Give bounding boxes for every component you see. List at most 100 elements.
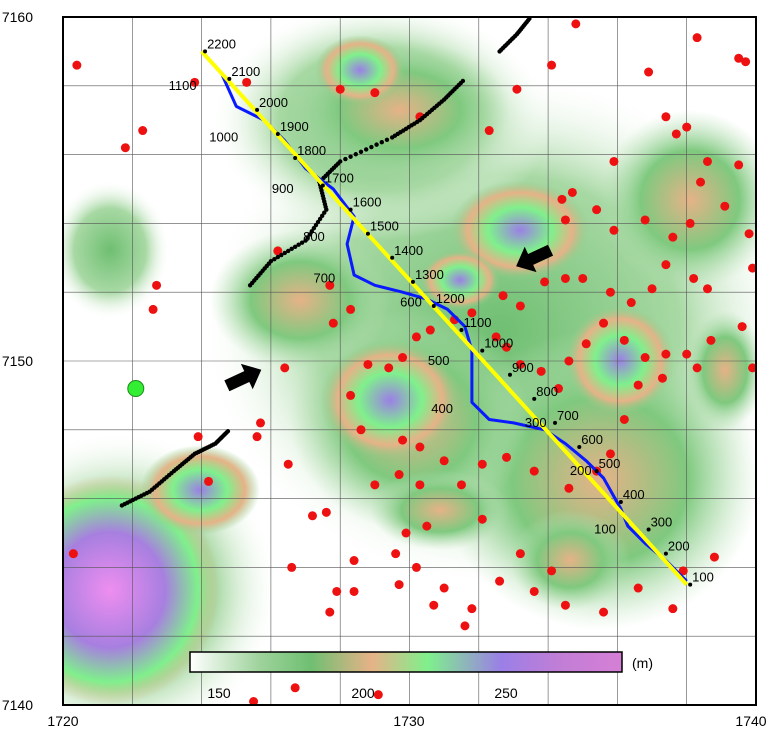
blue-track-label: 200 — [570, 463, 592, 478]
red-point — [737, 322, 747, 332]
black-line-dot — [307, 232, 312, 237]
blue-track-label: 700 — [313, 270, 335, 285]
red-point — [581, 339, 591, 349]
colorbar-tick-250: 250 — [494, 685, 518, 701]
red-point — [120, 143, 130, 153]
map-frame — [62, 16, 757, 706]
red-point — [249, 697, 259, 705]
red-point — [540, 277, 550, 287]
yellow-label-dot — [227, 76, 232, 81]
red-point — [467, 604, 477, 614]
red-point — [370, 88, 380, 98]
yellow-label-dot — [618, 500, 623, 505]
black-line-dot — [299, 240, 305, 245]
red-point — [567, 187, 577, 197]
red-point — [599, 318, 609, 328]
red-point — [702, 284, 712, 294]
red-point — [619, 335, 629, 345]
yellow-line-label: 700 — [557, 408, 579, 423]
black-line-dot — [384, 137, 390, 143]
blue-track-label: 300 — [525, 415, 547, 430]
black-line-dot — [343, 156, 348, 162]
red-point — [702, 156, 712, 166]
red-point — [193, 432, 203, 442]
red-point — [411, 562, 421, 572]
red-point — [152, 280, 162, 290]
red-point — [502, 342, 512, 352]
red-point — [477, 459, 487, 469]
yellow-label-dot — [532, 396, 537, 401]
black-line-dot — [379, 140, 384, 145]
yellow-line-label: 900 — [512, 360, 534, 375]
yellow-line-label: 1800 — [297, 143, 326, 158]
red-point — [529, 586, 539, 596]
arrow-layer — [224, 244, 554, 392]
red-point — [564, 356, 574, 366]
x-tick-1740: 1740 — [735, 713, 766, 729]
black-line-dot — [305, 235, 310, 240]
red-point — [557, 194, 567, 204]
red-point — [491, 332, 501, 342]
yellow-label-dot — [320, 183, 325, 188]
red-point — [536, 366, 546, 376]
red-point — [394, 580, 404, 590]
black-line-dot — [292, 244, 298, 249]
blue-track-label: 1100 — [169, 78, 197, 93]
red-point — [335, 84, 345, 94]
black-line-dot — [309, 229, 314, 234]
yellow-line-label: 1200 — [436, 291, 465, 306]
red-point — [668, 232, 678, 242]
red-point — [370, 480, 380, 490]
black-line-dot — [315, 219, 321, 225]
red-point — [307, 511, 317, 521]
y-tick-7150: 7150 — [2, 353, 33, 369]
red-point — [685, 218, 695, 228]
yellow-label-dot — [255, 107, 260, 112]
red-point — [678, 566, 688, 576]
yellow-label-dot — [507, 372, 512, 377]
red-point — [647, 284, 657, 294]
yellow-label-dot — [480, 348, 485, 353]
red-point — [605, 287, 615, 297]
red-point — [512, 84, 522, 94]
yellow-line-label: 2100 — [231, 64, 260, 79]
red-point — [68, 549, 78, 559]
red-point — [657, 373, 667, 383]
yellow-label-dot — [275, 131, 280, 136]
red-point — [744, 229, 754, 239]
black-line-dot — [369, 144, 374, 150]
yellow-line-label: 400 — [623, 487, 645, 502]
red-point — [560, 273, 570, 283]
red-point — [325, 280, 335, 290]
red-point — [633, 380, 643, 390]
blue-track-label: 1000 — [209, 129, 238, 144]
yellow-line-label: 1100 — [463, 315, 491, 330]
yellow-label-dot — [646, 527, 651, 532]
red-point — [280, 363, 290, 373]
yellow-label-dot — [390, 255, 395, 260]
yellow-line — [200, 50, 689, 586]
black-line-dot — [272, 256, 277, 262]
red-point — [734, 53, 744, 63]
blue-track-label: 500 — [428, 353, 450, 368]
red-point — [349, 586, 359, 596]
black-line-dot — [268, 259, 274, 264]
red-point — [692, 33, 702, 43]
red-point — [467, 308, 477, 318]
red-point — [560, 215, 570, 225]
red-point — [363, 359, 373, 369]
yellow-line-label: 300 — [651, 515, 673, 530]
arrow-lower-left-icon — [224, 363, 262, 392]
black-line-dot — [279, 252, 284, 258]
red-point — [190, 77, 200, 87]
red-point — [384, 363, 394, 373]
blue-track-label: 800 — [303, 229, 325, 244]
red-point — [692, 363, 702, 373]
red-point — [252, 432, 262, 442]
red-point — [619, 414, 629, 424]
red-point — [640, 215, 650, 225]
red-point — [640, 353, 650, 363]
yellow-line-label: 1600 — [353, 195, 382, 210]
red-point — [148, 304, 158, 314]
red-point — [515, 549, 525, 559]
